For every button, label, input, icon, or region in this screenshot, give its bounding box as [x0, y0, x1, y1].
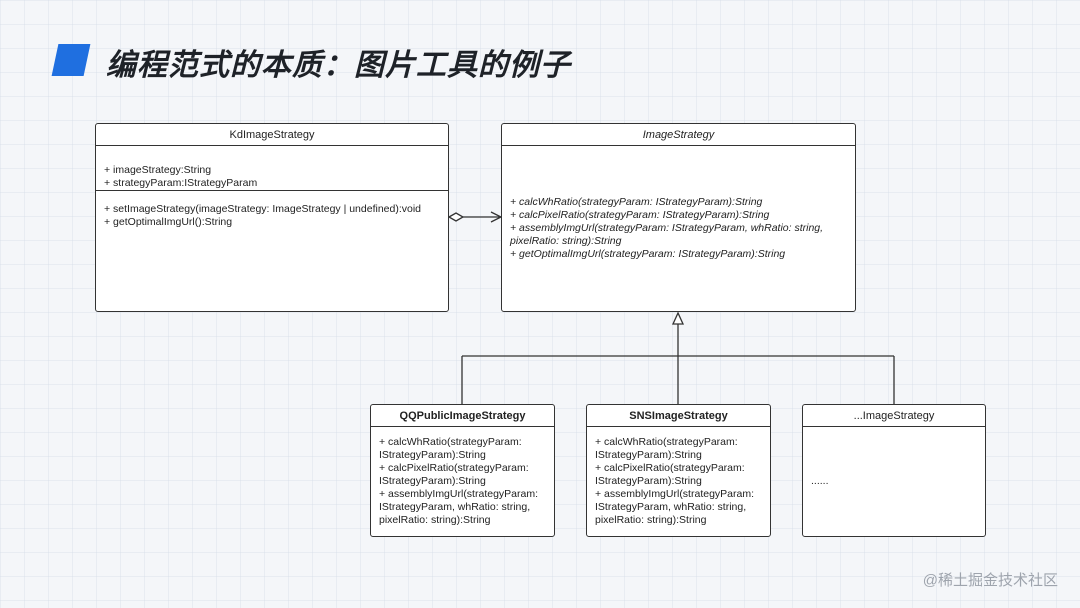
class-other-image-strategy: ...ImageStrategy ......	[802, 404, 986, 537]
method-placeholder: ......	[811, 475, 829, 487]
method-item: + assemblyImgUrl(strategyParam: IStrateg…	[379, 488, 541, 526]
class-name: KdImageStrategy	[96, 124, 448, 146]
method-item: + setImageStrategy(imageStrategy: ImageS…	[104, 203, 422, 215]
class-qq-public-image-strategy: QQPublicImageStrategy + calcWhRatio(stra…	[370, 404, 555, 537]
method-list: ......	[803, 427, 985, 536]
method-item: + calcWhRatio(strategyParam: IStrategyPa…	[595, 436, 741, 461]
method-item: + calcPixelRatio(strategyParam: IStrateg…	[510, 209, 770, 221]
method-item: + assemblyImgUrl(strategyParam: IStrateg…	[510, 222, 826, 247]
method-item: + getOptimalImgUrl():String	[104, 216, 233, 228]
slide-title: 编程范式的本质：图片工具的例子	[106, 48, 571, 83]
method-item: + calcPixelRatio(strategyParam: IStrateg…	[595, 462, 748, 487]
class-name: QQPublicImageStrategy	[371, 405, 554, 427]
method-list: + setImageStrategy(imageStrategy: ImageS…	[96, 190, 448, 311]
class-name: ...ImageStrategy	[803, 405, 985, 427]
class-name: ImageStrategy	[502, 124, 855, 146]
method-list: + calcWhRatio(strategyParam: IStrategyPa…	[371, 427, 554, 536]
class-image-strategy: ImageStrategy + calcWhRatio(strategyPara…	[501, 123, 856, 312]
class-kd-image-strategy: KdImageStrategy + imageStrategy:String +…	[95, 123, 449, 312]
attribute-item: + strategyParam:IStrategyParam	[104, 177, 258, 189]
method-list: + calcWhRatio(strategyParam: IStrategyPa…	[587, 427, 770, 536]
method-item: + calcWhRatio(strategyParam: IStrategyPa…	[379, 436, 525, 461]
class-name: SNSImageStrategy	[587, 405, 770, 427]
attribute-list: + imageStrategy:String + strategyParam:I…	[96, 146, 448, 190]
method-list: + calcWhRatio(strategyParam: IStrategyPa…	[502, 146, 855, 311]
class-sns-image-strategy: SNSImageStrategy + calcWhRatio(strategyP…	[586, 404, 771, 537]
attribute-item: + imageStrategy:String	[104, 164, 212, 176]
watermark: @稀土掘金技术社区	[922, 572, 1058, 589]
method-item: + calcWhRatio(strategyParam: IStrategyPa…	[510, 196, 763, 208]
aggregation-diamond	[447, 212, 465, 222]
inheritance-triangle	[671, 311, 685, 325]
method-item: + calcPixelRatio(strategyParam: IStrateg…	[379, 462, 532, 487]
method-item: + getOptimalImgUrl(strategyParam: IStrat…	[510, 248, 786, 260]
method-item: + assemblyImgUrl(strategyParam: IStrateg…	[595, 488, 757, 526]
